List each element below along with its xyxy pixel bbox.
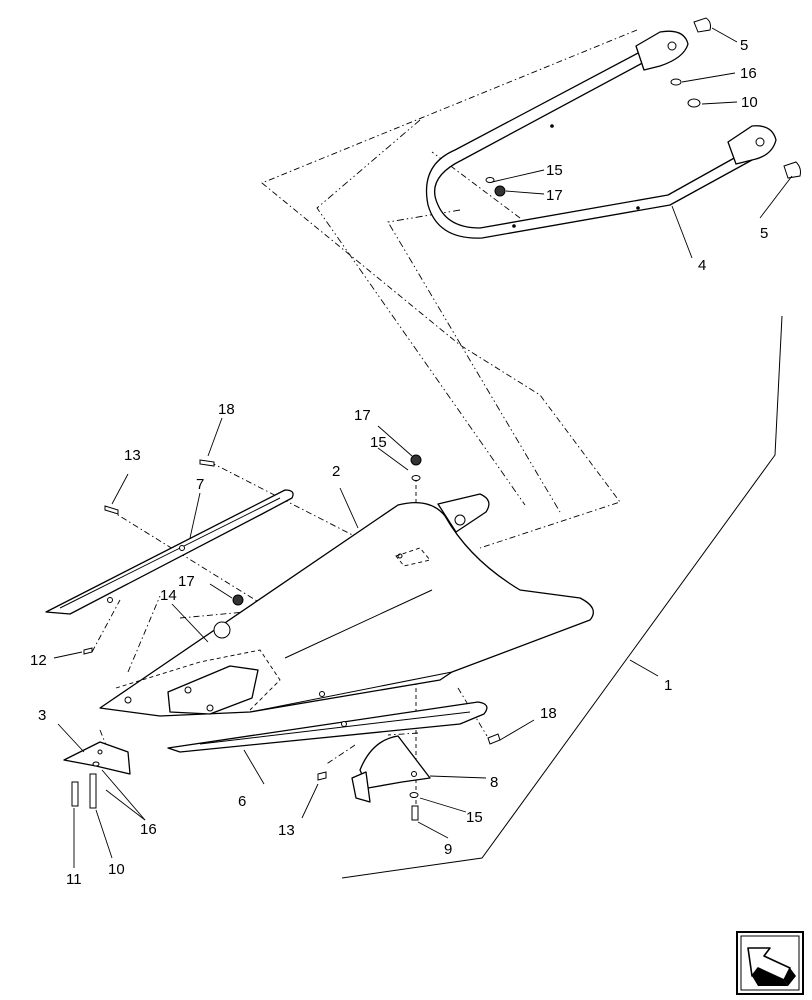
callout-6: 6 [238,793,246,810]
callout-15-shield: 15 [370,434,387,451]
callout-13-bottom: 13 [278,822,295,839]
callout-1: 1 [664,677,672,694]
callout-16-top: 16 [740,65,757,82]
leader-lines [53,27,793,868]
callout-7: 7 [196,476,204,493]
callout-5-top: 5 [740,37,748,54]
callout-4: 4 [698,257,706,274]
callout-5-right: 5 [760,225,768,242]
callout-15-bottom: 15 [466,809,483,826]
callout-17-left: 17 [178,573,195,590]
callout-17-shield: 17 [354,407,371,424]
part-2-main-shield [99,493,594,717]
callout-14: 14 [160,587,177,604]
callout-18-top: 18 [218,401,235,418]
callout-9: 9 [444,841,452,858]
callout-16-bottom: 16 [140,821,157,838]
callout-11: 11 [66,871,82,888]
callout-10-top: 10 [741,94,758,111]
callout-15-frame: 15 [546,162,563,179]
callout-3: 3 [38,707,46,724]
callout-labels: 1 2 3 4 5 5 6 7 8 9 10 10 11 12 13 13 14… [30,37,768,888]
callout-10-bottom: 10 [108,861,125,878]
assembly-bracket-line [341,315,783,879]
part-7-top-strip [45,489,294,615]
part-3-bracket [63,741,131,775]
callout-17-frame: 17 [546,187,563,204]
previous-page-arrow-icon[interactable] [736,931,804,995]
callout-13-top: 13 [124,447,141,464]
callout-2: 2 [332,463,340,480]
callout-8: 8 [490,774,498,791]
part-4-u-frame [425,30,777,239]
callout-18-right: 18 [540,705,557,722]
shield-hardware [71,454,501,821]
part-6-bottom-strip [167,701,488,753]
frame-hardware [485,17,801,197]
part-8-guard [351,735,431,803]
callout-12: 12 [30,652,47,669]
